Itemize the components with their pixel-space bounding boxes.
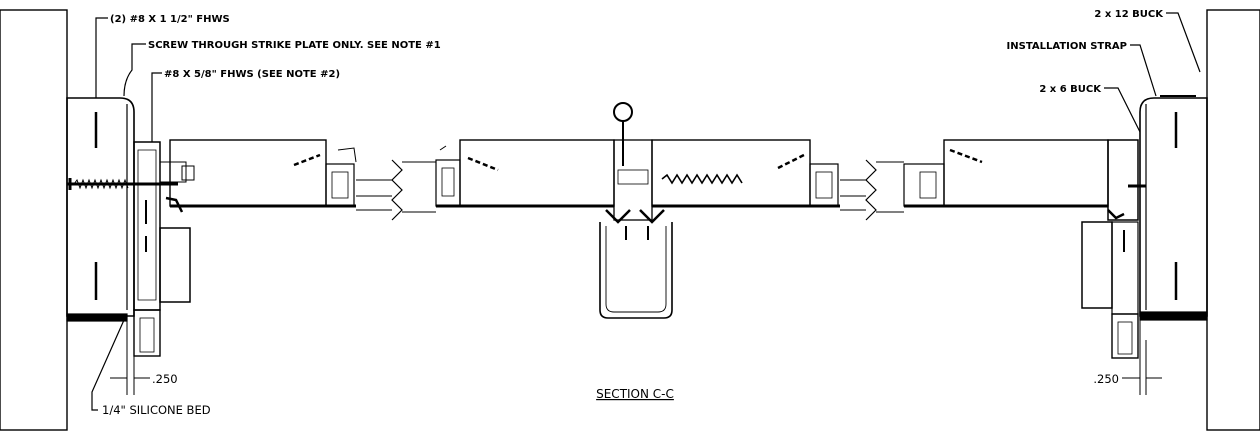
callout-buck-2x6: 2 x 6 BUCK <box>1039 84 1102 95</box>
dimension-left-value: .250 <box>152 372 178 386</box>
left-wall <box>0 9 68 431</box>
section-title: SECTION C-C <box>596 387 674 401</box>
leader-lines <box>91 12 1201 411</box>
left-jamb-frame <box>133 141 195 357</box>
break-symbol-right <box>865 159 904 221</box>
dimension-right <box>1122 316 1162 395</box>
break-symbol-left <box>391 159 436 221</box>
right-door-leaf <box>903 139 1109 208</box>
right-wall <box>1206 9 1260 431</box>
dimension-left <box>110 316 150 395</box>
callout-installation-strap: INSTALLATION STRAP <box>1007 41 1127 52</box>
left-door-leaf <box>169 139 392 211</box>
callout-screw-small: #8 X 5/8" FHWS (SEE NOTE #2) <box>164 69 340 80</box>
center-astragal <box>599 102 673 319</box>
center-right-door-leaf <box>651 139 866 211</box>
callout-strike-note: SCREW THROUGH STRIKE PLATE ONLY. SEE NOT… <box>148 40 441 51</box>
left-buck <box>66 97 135 322</box>
center-left-door-leaf <box>435 139 615 208</box>
callout-silicone-bed: 1/4" SILICONE BED <box>102 403 211 417</box>
callout-screws-top: (2) #8 X 1 1/2" FHWS <box>110 14 230 25</box>
callout-buck-2x12: 2 x 12 BUCK <box>1094 9 1164 20</box>
strike-screw <box>67 178 178 190</box>
dimension-right-value: .250 <box>1093 372 1119 386</box>
right-buck <box>1128 95 1208 321</box>
right-jamb-frame <box>1081 139 1139 359</box>
